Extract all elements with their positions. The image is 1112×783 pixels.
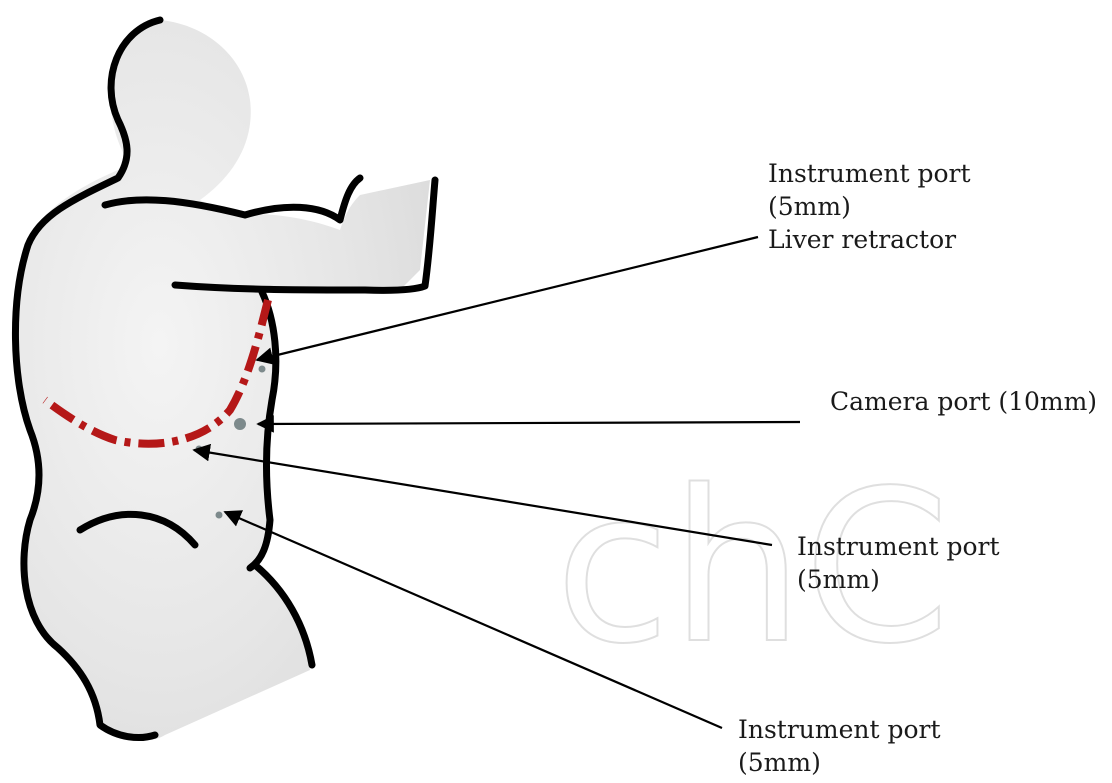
label-liver-port: Instrument port (5mm) Liver retractor (768, 157, 971, 256)
label-mid-port-line-1: Instrument port (797, 530, 1000, 563)
label-lower-port-line-1: Instrument port (738, 713, 941, 746)
label-liver-port-line-1: Instrument port (768, 157, 971, 190)
port-dot-camera (234, 418, 246, 430)
label-camera-port-line-1: Camera port (10mm) (830, 385, 1097, 418)
label-liver-port-line-3: Liver retractor (768, 223, 971, 256)
label-liver-port-line-2: (5mm) (768, 190, 971, 223)
body-silhouette-fill (14, 20, 430, 740)
label-camera-port: Camera port (10mm) (830, 385, 1097, 418)
label-mid-port-line-2: (5mm) (797, 563, 1000, 596)
port-dot-liver (259, 366, 266, 373)
label-lower-port: Instrument port (5mm) (738, 713, 941, 779)
port-dot-lower (216, 512, 223, 519)
label-lower-port-line-2: (5mm) (738, 746, 941, 779)
label-mid-port: Instrument port (5mm) (797, 530, 1000, 596)
arrow-camera-port (258, 422, 800, 424)
